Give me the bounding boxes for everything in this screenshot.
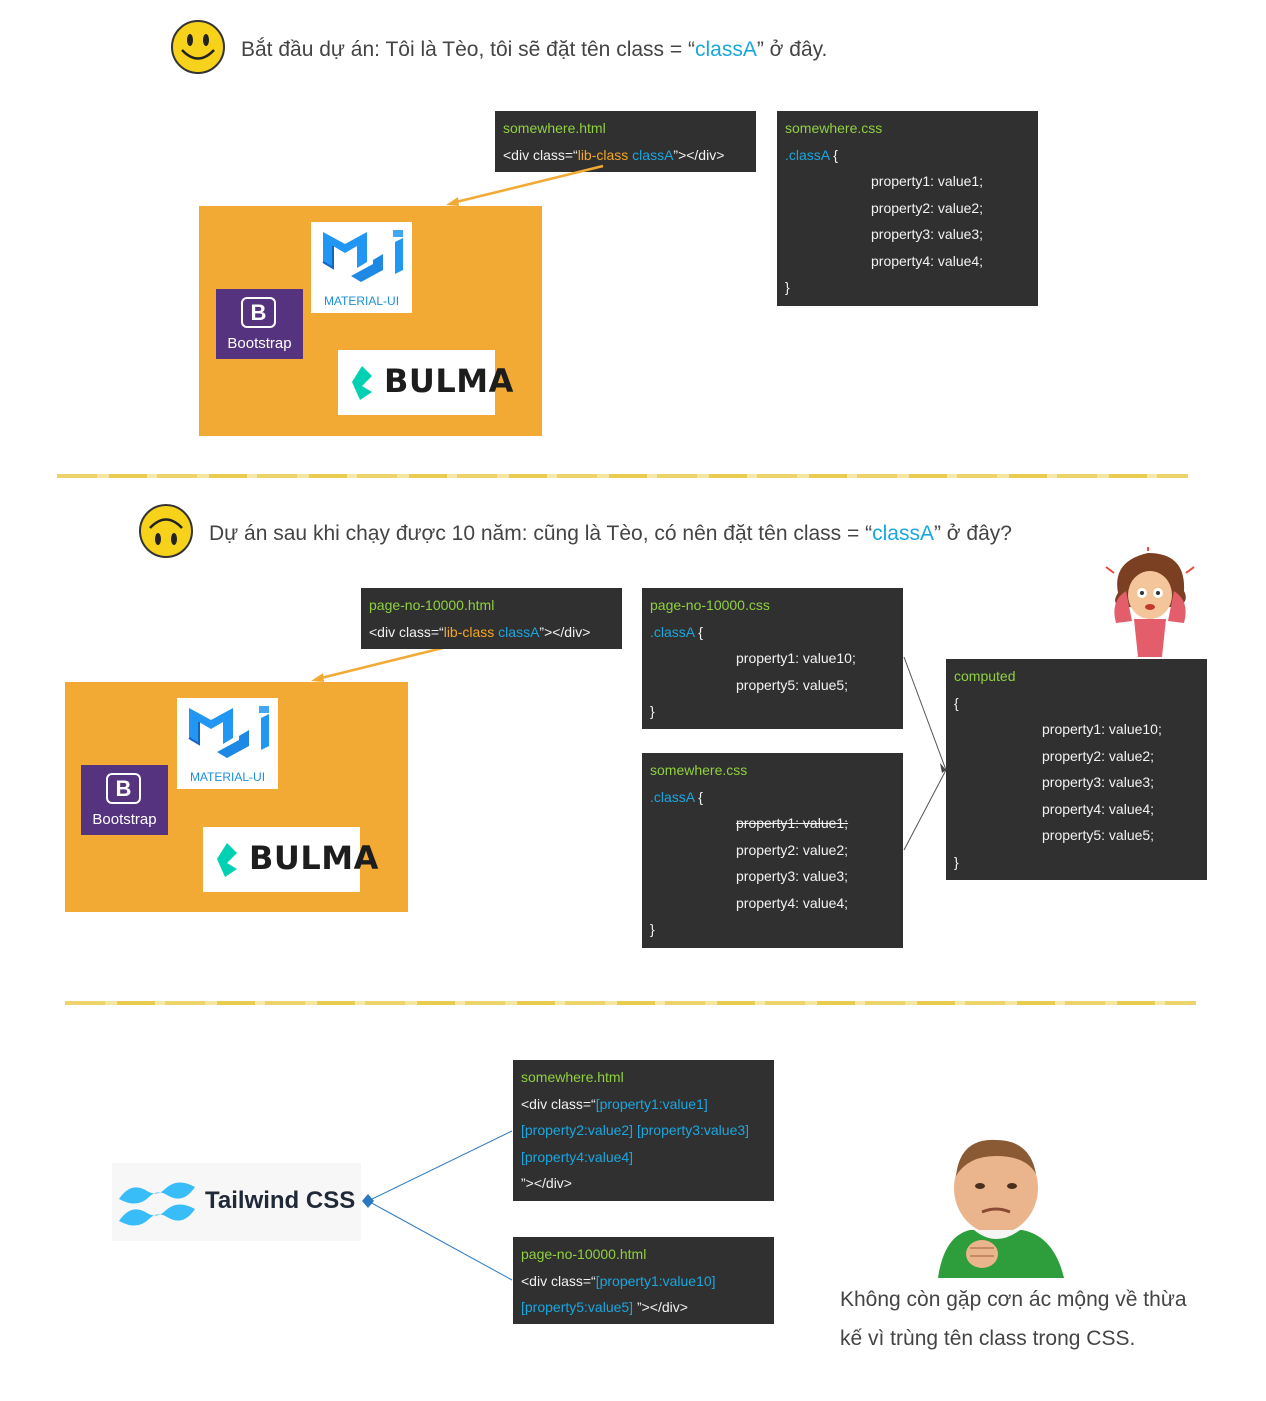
final-message: Không còn gặp cơn ác mộng về thừa kế vì … bbox=[840, 1280, 1187, 1358]
page-css-box: page-no-10000.css .classA { property1: v… bbox=[642, 588, 903, 729]
heading-classA: classA bbox=[694, 38, 757, 61]
code-filename: page-no-10000.css bbox=[650, 597, 770, 613]
code-filename: page-no-10000.html bbox=[521, 1246, 647, 1262]
libs-panel-1: MATERIAL-UI B Bootstrap BULMA bbox=[199, 206, 542, 436]
stressed-woman-icon bbox=[1105, 547, 1195, 657]
material-ui-icon bbox=[188, 706, 269, 758]
section-divider-2 bbox=[65, 1001, 1196, 1005]
code-filename: somewhere.html bbox=[521, 1069, 624, 1085]
tailwind-logo: Tailwind CSS bbox=[112, 1163, 361, 1241]
tailwind-icon bbox=[119, 1182, 195, 1226]
final-line-2: kế vì trùng tên class trong CSS. bbox=[840, 1327, 1136, 1350]
code-filename: page-no-10000.html bbox=[369, 597, 495, 613]
material-ui-label: MATERIAL-UI bbox=[323, 294, 400, 308]
libs-panel-2: MATERIAL-UI B Bootstrap BULMA bbox=[65, 682, 408, 912]
section-divider-1 bbox=[57, 474, 1188, 478]
overridden-property: property1: value1; bbox=[736, 815, 849, 831]
bootstrap-b-icon: B bbox=[106, 773, 141, 804]
bulma-label: BULMA bbox=[249, 839, 379, 877]
material-ui-logo: MATERIAL-UI bbox=[177, 698, 278, 789]
somewhere-css-box: somewhere.css .classA { property1: value… bbox=[777, 111, 1038, 306]
section2-heading: Dự án sau khi chạy được 10 năm: cũng là … bbox=[209, 522, 1012, 545]
code-filename: somewhere.html bbox=[503, 120, 606, 136]
page-html-box: page-no-10000.html <div class=“lib-class… bbox=[361, 588, 622, 649]
bootstrap-label: Bootstrap bbox=[92, 811, 157, 828]
code-filename: computed bbox=[954, 668, 1016, 684]
tailwind-html-box-2: page-no-10000.html <div class=“[property… bbox=[513, 1237, 774, 1324]
computed-box: computed { property1: value10; property2… bbox=[946, 659, 1207, 880]
material-ui-label: MATERIAL-UI bbox=[189, 770, 266, 784]
bootstrap-logo: B Bootstrap bbox=[81, 765, 168, 835]
bulma-icon bbox=[352, 366, 372, 400]
code-filename: somewhere.css bbox=[650, 762, 748, 778]
success-kid-icon bbox=[938, 1139, 1064, 1278]
smiley-happy-icon bbox=[171, 20, 225, 74]
bulma-icon bbox=[217, 843, 237, 877]
material-ui-logo: MATERIAL-UI bbox=[311, 222, 412, 313]
bootstrap-b-icon: B bbox=[241, 297, 276, 328]
smiley-upside-down-icon bbox=[139, 504, 193, 558]
code-filename: somewhere.css bbox=[785, 120, 883, 136]
bulma-logo: BULMA bbox=[203, 827, 378, 892]
final-line-1: Không còn gặp cơn ác mộng về thừa bbox=[840, 1288, 1187, 1311]
material-ui-icon bbox=[322, 230, 403, 282]
somewhere-html-box: somewhere.html <div class=“lib-class cla… bbox=[495, 111, 756, 172]
bootstrap-logo: B Bootstrap bbox=[216, 289, 303, 359]
bootstrap-label: Bootstrap bbox=[227, 335, 292, 352]
tailwind-html-box-1: somewhere.html <div class=“[property1:va… bbox=[513, 1060, 774, 1201]
tailwind-label: Tailwind CSS bbox=[205, 1187, 356, 1214]
section1-heading: Bắt đầu dự án: Tôi là Tèo, tôi sẽ đặt tê… bbox=[241, 38, 828, 61]
heading-classA: classA bbox=[872, 522, 934, 545]
bulma-label: BULMA bbox=[384, 362, 514, 400]
somewhere-css-box-2: somewhere.css .classA { property1: value… bbox=[642, 753, 903, 948]
bulma-logo: BULMA bbox=[338, 350, 513, 415]
